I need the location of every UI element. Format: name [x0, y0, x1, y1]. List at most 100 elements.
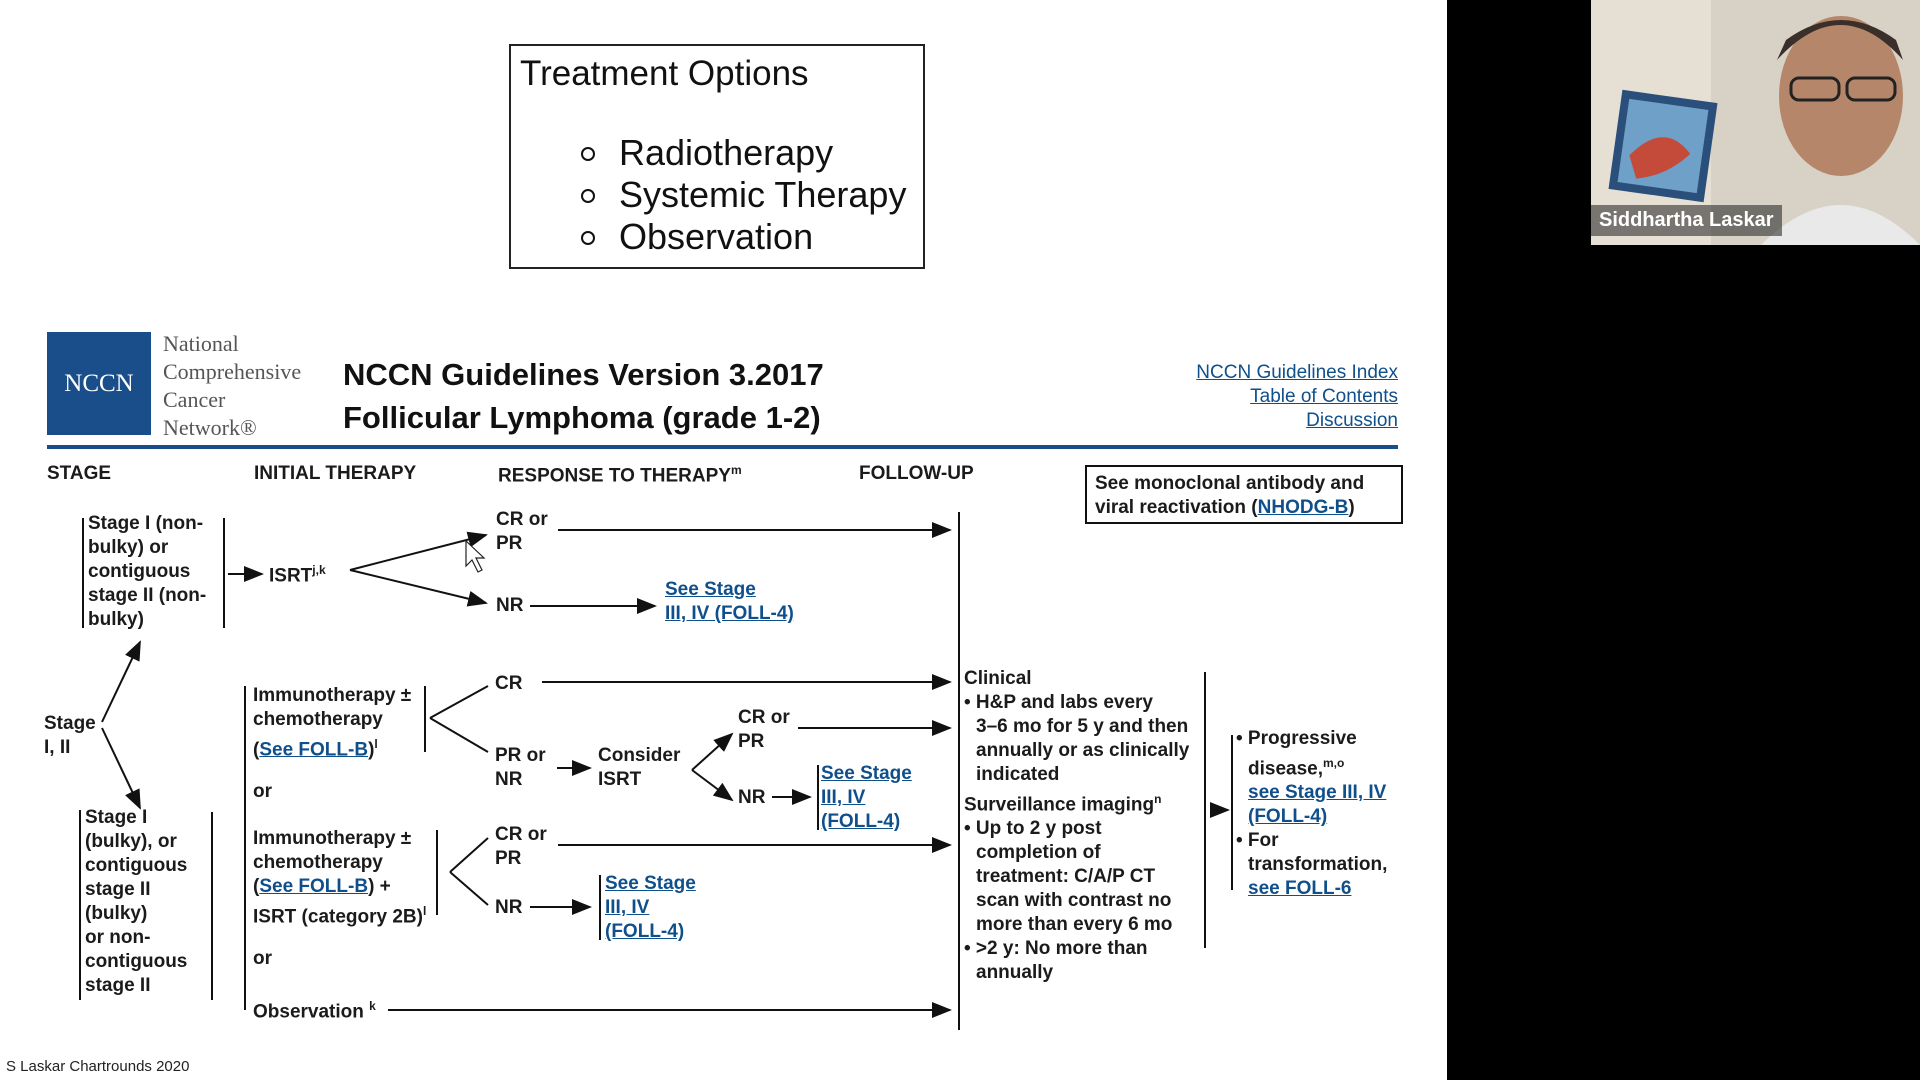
stage-bottom-line: (bulky) — [85, 903, 148, 924]
observation-sup: k — [369, 999, 376, 1013]
col-response: RESPONSE TO THERAPYm — [498, 463, 742, 487]
pr-or-nr: PR or NR — [495, 744, 546, 792]
treatment-options-title: Treatment Options — [520, 54, 809, 93]
immuno-2-tail: ) + — [368, 876, 391, 897]
isrt-sup: j,k — [312, 563, 326, 577]
stage-bottom-line: Stage I — [85, 807, 148, 828]
followup-clinical: Clinical • H&P and labs every 3–6 mo for… — [964, 667, 1189, 985]
link-see-foll-6[interactable]: see FOLL-6 — [1248, 878, 1352, 900]
stage-bottom-line: contiguous — [85, 855, 188, 876]
see-stage-line[interactable]: (FOLL-4) — [821, 811, 901, 832]
participant-video — [1591, 0, 1920, 245]
see-stage-line[interactable]: III, IV — [821, 787, 866, 808]
org-name-line: Comprehensive — [163, 359, 302, 384]
see-stage-line[interactable]: III, IV (FOLL-4) — [665, 603, 794, 624]
monoclonal-note-box: See monoclonal antibody and viral reacti… — [1085, 465, 1403, 524]
surveillance-line: more than every 6 mo — [976, 914, 1173, 936]
see-stage-line[interactable]: III, IV — [605, 897, 650, 918]
cr-or-pr-line: PR — [495, 848, 522, 869]
observation-label: Observation — [253, 1001, 364, 1023]
flowchart-connectors — [79, 512, 1233, 1030]
participant-name-label: Siddhartha Laskar — [1591, 205, 1782, 236]
surveillance-line: • Up to 2 y post — [964, 818, 1102, 840]
surveillance-line: completion of — [976, 842, 1101, 864]
see-stage-line[interactable]: (FOLL-4) — [605, 921, 685, 942]
link-foll-4[interactable]: (FOLL-4) — [1248, 806, 1328, 828]
cr-or-pr-3: CR or PR — [738, 706, 790, 754]
followup-line: annually or as clinically — [976, 740, 1190, 761]
immuno-line: Immunotherapy ± — [253, 828, 412, 849]
cr-or-pr-line: CR or — [495, 824, 547, 845]
guideline-title: NCCN Guidelines Version 3.2017 Follicula… — [343, 353, 824, 439]
progressive-line: • Progressive — [1236, 728, 1357, 749]
progressive-sup: m,o — [1323, 756, 1345, 770]
or-1: or — [253, 781, 272, 802]
cr-or-pr-line: PR — [496, 533, 523, 554]
surveillance-line: scan with contrast no — [976, 890, 1172, 912]
see-stage-link-1[interactable]: See Stage III, IV (FOLL-4) — [665, 578, 794, 626]
nr-3: NR — [738, 787, 766, 808]
stage-top-line: stage II (non- — [88, 585, 207, 606]
org-name-line: Cancer — [163, 387, 226, 412]
header-links: NCCN Guidelines Index Table of Contents … — [1196, 361, 1398, 433]
see-stage-line[interactable]: See Stage — [821, 763, 912, 784]
cr-or-pr-line: CR or — [496, 509, 548, 530]
surveillance-line: annually — [976, 962, 1054, 984]
isrt-node: ISRTj,k — [269, 558, 326, 588]
link-table-of-contents[interactable]: Table of Contents — [1250, 386, 1398, 407]
immuno-2-sup: l — [422, 904, 427, 918]
link-see-stage-iii-iv[interactable]: see Stage III, IV — [1248, 782, 1387, 804]
surveillance-line: • >2 y: No more than — [964, 938, 1148, 960]
stage-bottom-line: or non- — [85, 927, 151, 948]
pr-or-nr-line: PR or — [495, 745, 546, 766]
consider-isrt-line: ISRT — [598, 769, 642, 790]
immuno-2-isrt: ISRT (category 2B) — [253, 906, 423, 928]
col-followup: FOLLOW-UP — [859, 463, 974, 484]
isrt-label: ISRT — [269, 565, 313, 587]
transformation-line: transformation, — [1248, 854, 1388, 876]
guideline-version: NCCN Guidelines Version 3.2017 — [343, 357, 824, 392]
option-observation: Observation — [581, 216, 906, 258]
surveillance-title: Surveillance imaging — [964, 794, 1155, 816]
stage-mid: Stage I, II — [44, 712, 96, 760]
followup-line: 3–6 mo for 5 y and then — [976, 716, 1189, 737]
see-stage-link-4[interactable]: See Stage III, IV (FOLL-4) — [605, 872, 696, 944]
link-see-foll-b-1[interactable]: See FOLL-B — [259, 739, 369, 761]
treatment-options-box: Treatment Options Radiotherapy Systemic … — [509, 44, 925, 269]
col-response-sup: m — [730, 463, 742, 477]
treatment-options-list: Radiotherapy Systemic Therapy Observatio… — [581, 132, 906, 258]
nr-1: NR — [496, 595, 524, 616]
org-name-line: Network® — [163, 415, 257, 440]
surveillance-sup: n — [1154, 792, 1162, 806]
immuno-line: Immunotherapy ± — [253, 685, 412, 706]
nccn-logo: NCCN — [47, 332, 151, 435]
immuno-line: chemotherapy — [253, 852, 383, 873]
observation-node: Observation k — [253, 994, 376, 1024]
col-stage: STAGE — [47, 463, 112, 484]
stage-top-line: contiguous — [88, 561, 191, 582]
stage-top-line: bulky) — [88, 609, 144, 630]
stage-top-line: Stage I (non- — [88, 513, 204, 534]
see-stage-link-3[interactable]: See Stage III, IV (FOLL-4) — [821, 762, 912, 834]
slide: Treatment Options Radiotherapy Systemic … — [0, 0, 1447, 1080]
link-discussion[interactable]: Discussion — [1306, 410, 1398, 431]
link-guidelines-index[interactable]: NCCN Guidelines Index — [1196, 362, 1398, 383]
stage-bottom-line: stage II — [85, 975, 151, 996]
mono-note-text: See monoclonal antibody and viral reacti… — [1095, 473, 1365, 518]
pr-or-nr-line: NR — [495, 769, 523, 790]
cr-or-pr-line: CR or — [738, 707, 790, 728]
see-stage-line[interactable]: See Stage — [605, 873, 696, 894]
video-tile[interactable] — [1591, 0, 1920, 245]
see-stage-line[interactable]: See Stage — [665, 579, 756, 600]
followup-line: indicated — [976, 764, 1060, 785]
stage-mid-line: Stage — [44, 713, 96, 734]
stage-bottom-line: contiguous — [85, 951, 188, 972]
mouse-cursor-icon — [465, 539, 486, 573]
immuno-line: chemotherapy — [253, 709, 383, 730]
surveillance-line: treatment: C/A/P CT — [976, 866, 1156, 888]
cr-or-pr-line: PR — [738, 731, 765, 752]
link-see-foll-b-2[interactable]: See FOLL-B — [259, 876, 369, 897]
nccn-org-name: National Comprehensive Cancer Network® — [163, 330, 301, 442]
link-nhodg-b[interactable]: NHODG-B — [1257, 497, 1349, 518]
immuno-2: Immunotherapy ± chemotherapy (See FOLL-B… — [253, 828, 427, 928]
